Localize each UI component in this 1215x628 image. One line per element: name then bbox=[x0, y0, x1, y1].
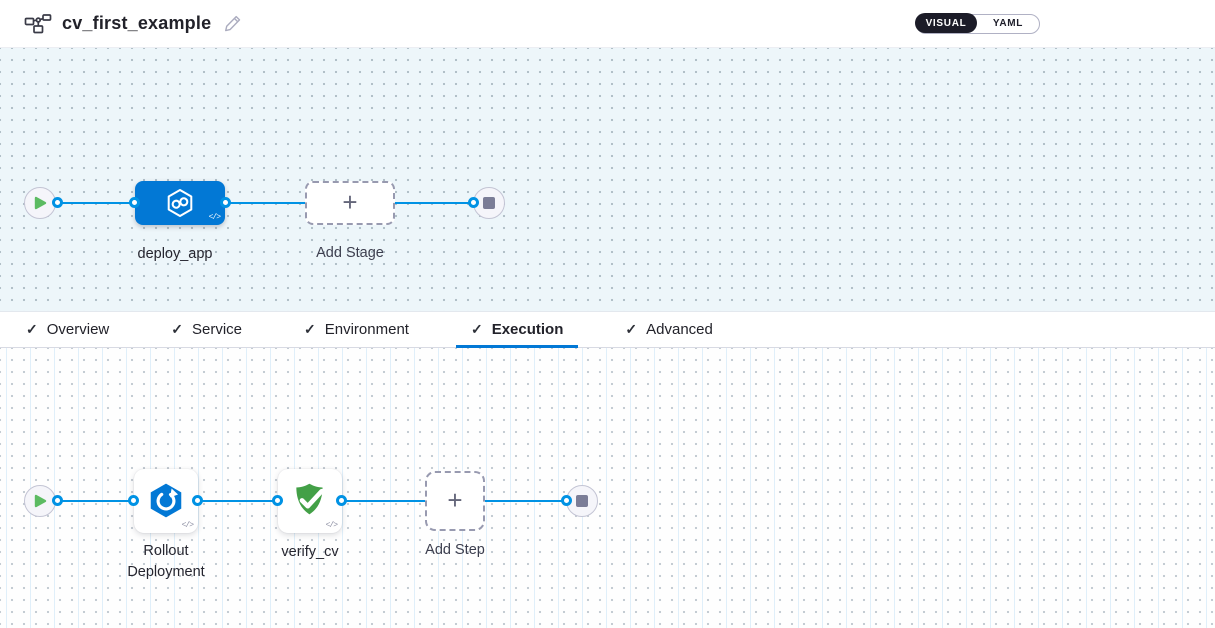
visual-yaml-toggle: VISUAL YAML bbox=[915, 13, 1040, 34]
stage-canvas[interactable]: </> + deploy_app Add Stage bbox=[0, 48, 1215, 311]
link-port[interactable] bbox=[561, 495, 572, 506]
tab-overview[interactable]: ✓ Overview bbox=[11, 312, 124, 347]
execution-canvas[interactable]: </> </> + Rollout Deployment verify_cv A… bbox=[0, 348, 1215, 628]
pipeline-end-node[interactable] bbox=[473, 187, 505, 219]
code-icon: </> bbox=[181, 521, 194, 530]
tab-label: Service bbox=[191, 321, 243, 338]
step-label: Rollout Deployment bbox=[127, 543, 205, 581]
check-icon: ✓ bbox=[171, 321, 183, 337]
link-port[interactable] bbox=[192, 495, 203, 506]
check-icon: ✓ bbox=[26, 321, 38, 337]
check-icon: ✓ bbox=[470, 321, 483, 337]
pipeline-header: cv_first_example VISUAL YAML bbox=[0, 0, 1215, 48]
step-node-verify-cv[interactable]: </> bbox=[278, 469, 342, 533]
pipeline-icon bbox=[24, 13, 52, 34]
step-node-rollout-deployment[interactable]: </> bbox=[134, 469, 198, 533]
connector-line bbox=[198, 500, 278, 502]
tab-label: Execution bbox=[491, 321, 564, 338]
stage-node-deploy-app[interactable]: </> bbox=[135, 181, 225, 225]
pipeline-start-node[interactable] bbox=[24, 187, 56, 219]
link-port[interactable] bbox=[52, 197, 63, 208]
code-icon: </> bbox=[325, 521, 338, 530]
stop-icon bbox=[483, 197, 495, 209]
rollout-deployment-icon bbox=[150, 483, 182, 518]
tab-advanced[interactable]: ✓ Advanced bbox=[610, 312, 727, 347]
link-port[interactable] bbox=[272, 495, 283, 506]
tab-label: Overview bbox=[46, 321, 110, 338]
stage-label: deploy_app bbox=[137, 246, 213, 262]
link-port[interactable] bbox=[129, 197, 140, 208]
plus-icon: + bbox=[342, 186, 358, 217]
plus-icon: + bbox=[447, 484, 463, 515]
connector-line bbox=[57, 500, 134, 502]
link-port[interactable] bbox=[336, 495, 347, 506]
link-port[interactable] bbox=[128, 495, 139, 506]
connector-line bbox=[57, 202, 135, 204]
toggle-yaml-button[interactable]: YAML bbox=[992, 18, 1024, 29]
link-port[interactable] bbox=[52, 495, 63, 506]
edit-pencil-icon[interactable] bbox=[223, 14, 242, 33]
tab-execution[interactable]: ✓ Execution bbox=[455, 312, 579, 348]
add-stage-label: Add Stage bbox=[316, 245, 384, 261]
tab-label: Advanced bbox=[646, 321, 713, 338]
code-icon: </> bbox=[208, 213, 221, 222]
tab-environment[interactable]: ✓ Environment bbox=[289, 312, 424, 347]
page-title: cv_first_example bbox=[62, 13, 212, 33]
tab-label: Environment bbox=[324, 321, 409, 338]
tab-service[interactable]: ✓ Service bbox=[156, 312, 257, 347]
play-icon bbox=[34, 494, 46, 508]
check-icon: ✓ bbox=[625, 321, 638, 337]
step-label: verify_cv bbox=[281, 544, 339, 560]
play-icon bbox=[34, 196, 46, 210]
add-step-button[interactable]: + bbox=[425, 471, 485, 531]
add-step-label: Add Step bbox=[425, 542, 485, 558]
link-port[interactable] bbox=[468, 197, 479, 208]
stage-config-tabs: ✓ Overview ✓ Service ✓ Environment ✓ Exe… bbox=[0, 311, 1215, 348]
toggle-visual-button[interactable]: VISUAL bbox=[915, 13, 977, 33]
check-icon: ✓ bbox=[304, 321, 316, 337]
cd-hexagon-infinity-icon bbox=[167, 189, 193, 217]
stop-icon bbox=[576, 495, 588, 507]
add-stage-button[interactable]: + bbox=[305, 181, 395, 225]
link-port[interactable] bbox=[220, 197, 231, 208]
verify-shield-check-icon bbox=[296, 483, 324, 515]
